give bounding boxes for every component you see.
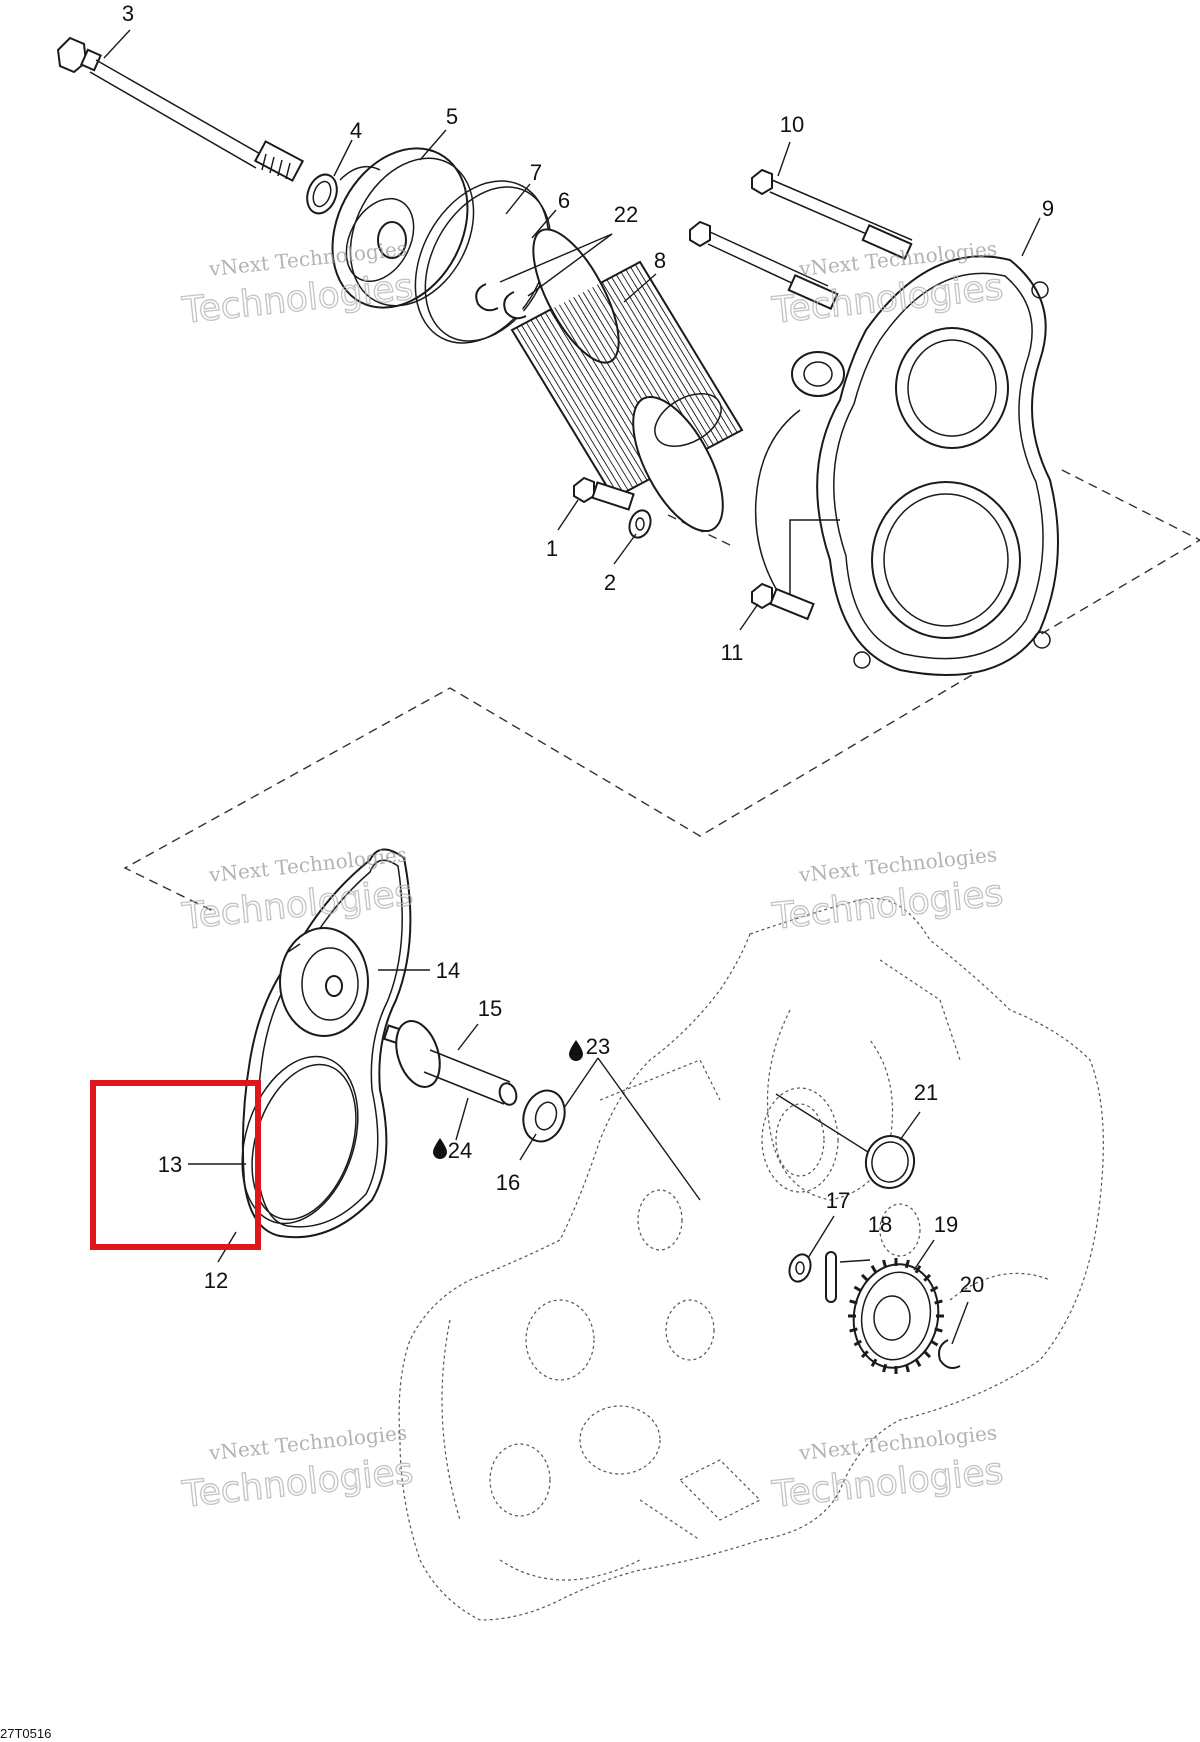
filter-pleat (525, 322, 629, 491)
callout-12: 12 (204, 1268, 228, 1293)
gear-tooth (904, 1259, 910, 1269)
filter-pleat (511, 329, 615, 499)
gear-tooth (870, 1358, 878, 1367)
gear-tooth (934, 1327, 943, 1333)
part-19-gear (848, 1258, 944, 1374)
part-21-o-ring (864, 1135, 916, 1189)
filter-pleat (639, 261, 743, 431)
part-8-oil-filter (510, 228, 744, 533)
gear-tooth (882, 1259, 888, 1269)
callout-23: 23 (586, 1034, 610, 1059)
gear-tooth (853, 1339, 863, 1347)
part-3-bolt (56, 36, 305, 182)
callout-4: 4 (350, 118, 362, 143)
callout-14: 14 (436, 958, 460, 983)
gear-tooth (934, 1299, 943, 1305)
part-16-seal (522, 1089, 566, 1143)
callout-5: 5 (446, 104, 458, 129)
gear-tooth (860, 1273, 869, 1282)
gear-tooth (849, 1327, 858, 1333)
part-4-o-ring (306, 173, 338, 215)
highlight-box (90, 1080, 261, 1250)
part-1-bolt (573, 476, 635, 511)
part-20-circlip (938, 1339, 961, 1369)
part-22-clips (475, 283, 527, 320)
callout-18: 18 (868, 1212, 892, 1237)
part-9-filter-housing (754, 255, 1059, 676)
callout-7: 7 (530, 160, 542, 185)
filter-pleat (549, 309, 653, 479)
gear-tooth (904, 1363, 910, 1373)
filter-pleat (630, 266, 733, 436)
gear-tooth (849, 1299, 858, 1305)
part-5-filter-cover (331, 147, 475, 309)
part-17-washer (788, 1253, 812, 1283)
gear-tooth (929, 1339, 939, 1347)
drawing-code: 27T0516 (0, 1726, 51, 1741)
callout-13: 13 (158, 1152, 182, 1177)
callout-24: 24 (448, 1138, 472, 1163)
part-10-bolts (689, 168, 913, 310)
filter-pleat (544, 312, 648, 481)
callout-21: 21 (914, 1080, 938, 1105)
callout-16: 16 (496, 1170, 520, 1195)
part-12-cover-plate (241, 848, 412, 1239)
callout-11: 11 (721, 640, 744, 665)
filter-pleat (530, 319, 634, 489)
gear-tooth (914, 1358, 922, 1367)
part-14-impeller-plate (279, 927, 369, 1037)
gear-tooth (923, 1273, 932, 1282)
crankcase-dotted-outline (398, 897, 1104, 1621)
gear-tooth (914, 1265, 922, 1274)
callout-9: 9 (1042, 196, 1054, 221)
filter-pleat (606, 279, 710, 448)
callout-15: 15 (478, 996, 502, 1021)
callout-17: 17 (826, 1188, 850, 1213)
gear-tooth (853, 1285, 863, 1293)
filter-pleat (521, 324, 624, 494)
callout-8: 8 (654, 248, 666, 273)
callout-2: 2 (604, 570, 616, 595)
filter-pleat (615, 274, 719, 443)
oil-drop-icon (569, 1040, 583, 1061)
part-2-washer (628, 509, 652, 539)
gear-tooth (923, 1350, 932, 1359)
filter-pleat (620, 271, 724, 441)
callout-6: 6 (558, 188, 570, 213)
gear-tooth (860, 1350, 869, 1359)
leader-lines (103, 29, 1041, 1345)
callout-20: 20 (960, 1272, 984, 1297)
oil-drop-icon (433, 1138, 447, 1159)
callout-1: 1 (546, 536, 558, 561)
filter-pleat (611, 276, 714, 446)
gear-tooth (929, 1285, 939, 1293)
callout-10: 10 (780, 112, 804, 137)
gear-tooth (882, 1363, 888, 1373)
callout-19: 19 (934, 1212, 958, 1237)
part-15-shaft (383, 1020, 518, 1106)
part-18-pin (825, 1251, 837, 1303)
filter-pleat (516, 327, 620, 496)
filter-pleat (535, 317, 639, 486)
filter-pleat (625, 269, 729, 438)
callout-22: 22 (614, 202, 638, 227)
gear-tooth (870, 1265, 878, 1274)
filter-pleat (540, 314, 643, 484)
callout-3: 3 (122, 1, 134, 26)
part-11-bolt (751, 582, 815, 621)
